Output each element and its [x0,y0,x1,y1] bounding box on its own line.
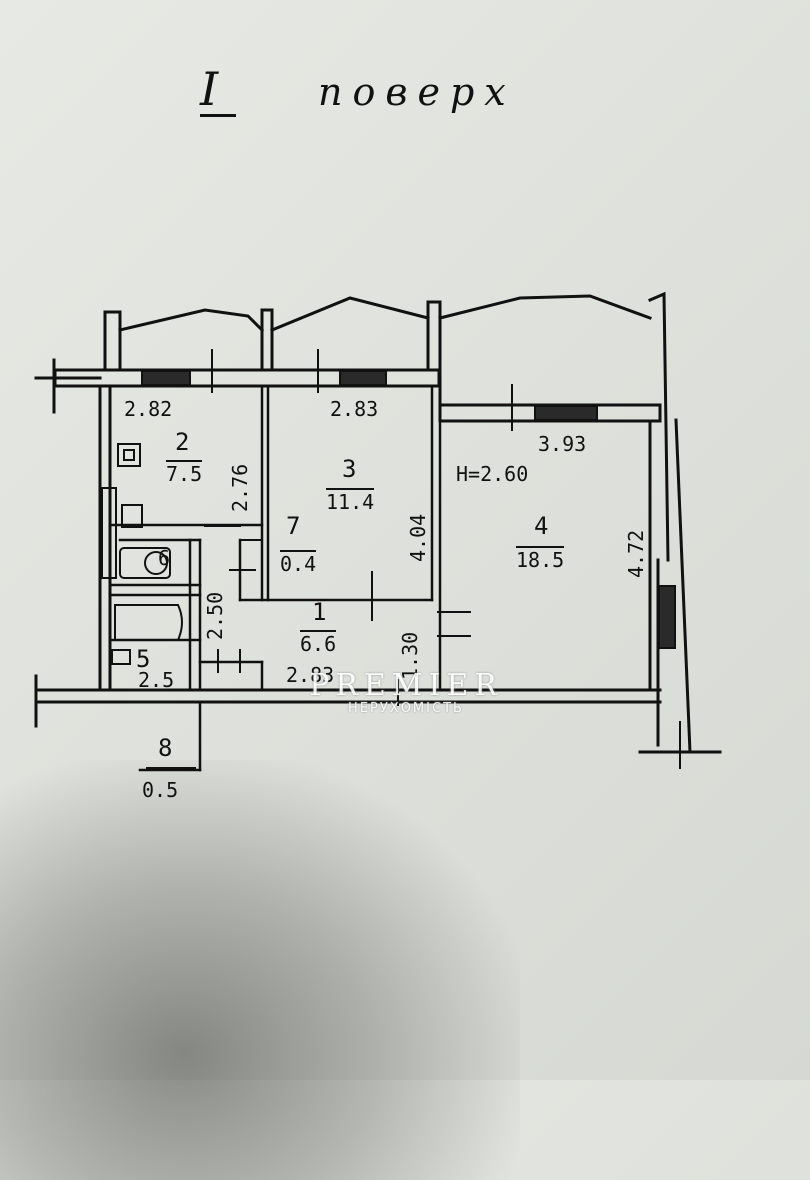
watermark-brand: PREMIER [309,668,503,703]
windows [141,370,676,649]
balcony-outlines [103,291,670,562]
room4-number: 4 [534,512,549,540]
dim-room4-width: 3.93 [538,432,587,456]
floor-word: поверх [318,70,516,114]
floor-number: I [200,62,219,116]
room8-number: 8 [158,734,173,762]
room5-number: 5 [136,645,151,673]
room1-number: 1 [312,598,327,626]
room4-area: 18.5 [516,546,565,572]
dim-room2-depth: 2.76 [228,463,252,512]
dim-hall-width: 2.83 [286,663,335,687]
door-marks [204,349,681,769]
room2-area: 7.5 [166,460,203,486]
dim-room3-depth: 4.04 [406,513,430,562]
fixtures [101,443,183,665]
dim-room4-depth: 4.72 [624,529,648,578]
room3-area: 11.4 [326,488,375,514]
room3-number: 3 [342,455,357,483]
room5-area: 2.5 [138,668,175,692]
watermark-subtitle: НЕРУХОМІСТЬ [348,701,464,716]
room8-area: 0.5 [142,778,179,802]
dim-room2-width: 2.82 [124,397,173,421]
room7-area: 0.4 [280,550,317,576]
watermark: PREMIER НЕРУХОМІСТЬ [296,668,516,716]
dim-bath-depth: 2.50 [203,591,227,640]
room6-number: 6 [158,546,171,570]
ceiling-height: H=2.60 [456,462,529,486]
room7-number: 7 [286,512,301,540]
room2-number: 2 [175,428,190,456]
floor-plan-drawing [34,291,722,772]
floor-number-underline [200,114,236,117]
room1-area: 6.6 [300,630,337,656]
dim-room3-width: 2.83 [330,397,379,421]
